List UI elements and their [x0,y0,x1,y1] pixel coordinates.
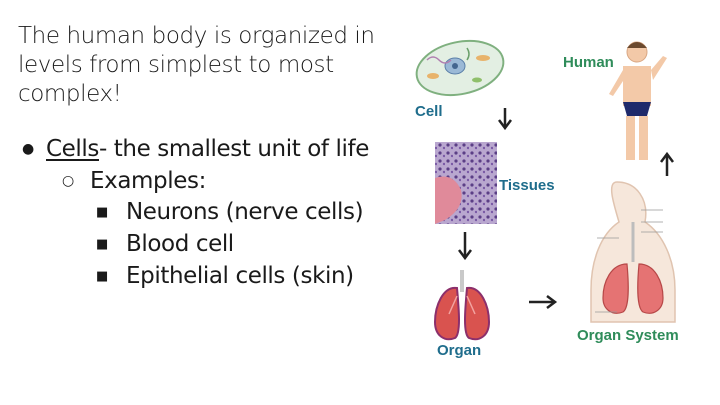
label-cell: Cell [415,103,443,120]
example-text: Epithelial cells (skin) [126,262,354,290]
cells-definition: - the smallest unit of life [99,136,369,162]
bullet-list: ● Cells- the smallest unit of life ○ Exa… [18,135,403,294]
example-item: ■ Neurons (nerve cells) [96,198,403,230]
levels-of-organization-diagram: Cell Tissues [405,30,715,370]
respiratory-system-illustration [591,182,675,322]
cells-term: Cells [46,136,99,162]
arrow-down-icon [459,232,471,258]
tissue-illustration [435,142,497,224]
label-organ-system: Organ System [577,327,679,344]
example-item: ■ Epithelial cells (skin) [96,262,403,294]
example-text: Neurons (nerve cells) [126,198,363,226]
intro-text: The human body is organized in levels fr… [18,22,403,109]
example-item: ■ Blood cell [96,230,403,262]
intro-line-2: levels from simplest to most [18,51,403,80]
label-tissues: Tissues [499,177,555,194]
intro-line-3: complex! [18,80,403,109]
sub-bullet-examples: ○ Examples: [62,167,403,198]
examples-label: Examples: [90,167,206,195]
cell-illustration [412,33,509,102]
bullet-circle-icon: ○ [62,167,90,195]
bullet-cells: ● Cells- the smallest unit of life [18,135,403,167]
label-human: Human [563,54,614,71]
intro-line-1: The human body is organized in [18,22,403,51]
example-text: Blood cell [126,230,234,258]
arrow-right-icon [529,296,555,308]
bullet-square-icon: ■ [96,199,126,227]
text-block: The human body is organized in levels fr… [18,22,403,294]
bullet-dot-icon: ● [18,135,46,164]
arrow-up-icon [661,154,673,176]
bullet-square-icon: ■ [96,231,126,259]
bullet-square-icon: ■ [96,263,126,291]
human-figure-illustration [609,42,667,160]
arrow-down-icon [499,108,511,128]
label-organ: Organ [437,342,481,359]
lungs-illustration [435,270,489,339]
